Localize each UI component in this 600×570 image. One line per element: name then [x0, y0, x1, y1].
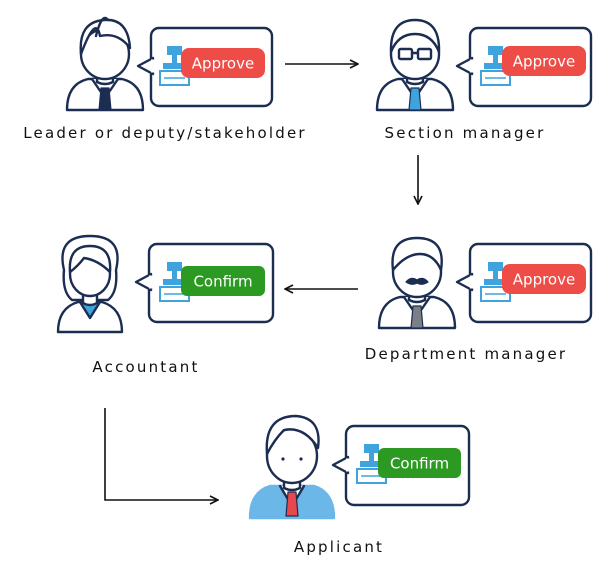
node-label-leader: Leader or deputy/stakeholder: [23, 124, 307, 142]
stamp-icon: [480, 46, 511, 86]
node-label-section-manager: Section manager: [384, 124, 546, 142]
confirm-badge: Confirm: [378, 448, 461, 478]
flow-arrows: [104, 64, 418, 500]
confirm-label: Confirm: [193, 273, 252, 291]
male-with-mustache-icon: [377, 236, 457, 330]
male-person-icon: [65, 16, 145, 112]
node-leader: Approve: [65, 16, 274, 112]
node-accountant: Confirm: [56, 234, 275, 334]
approve-label: Approve: [192, 55, 254, 73]
confirm-label: Confirm: [390, 455, 449, 473]
node-label-applicant: Applicant: [293, 538, 385, 556]
node-label-department-manager: Department manager: [364, 345, 568, 363]
approve-badge: Approve: [502, 264, 586, 294]
approve-badge: Approve: [502, 46, 586, 76]
node-section-manager: Approve: [375, 18, 593, 112]
arrow-accountant-to-applicant: [104, 408, 218, 500]
applicant-person-icon: [248, 414, 336, 520]
stamp-icon: [480, 262, 511, 302]
approve-label: Approve: [513, 53, 575, 71]
confirm-badge: Confirm: [181, 266, 265, 296]
node-department-manager: Approve: [377, 236, 593, 330]
stamp-icon: [159, 46, 190, 86]
approve-badge: Approve: [181, 48, 265, 78]
female-person-icon: [56, 234, 124, 334]
node-label-accountant: Accountant: [92, 358, 200, 376]
approve-label: Approve: [513, 271, 575, 289]
node-applicant: Confirm: [248, 414, 471, 520]
male-with-glasses-icon: [375, 18, 455, 112]
